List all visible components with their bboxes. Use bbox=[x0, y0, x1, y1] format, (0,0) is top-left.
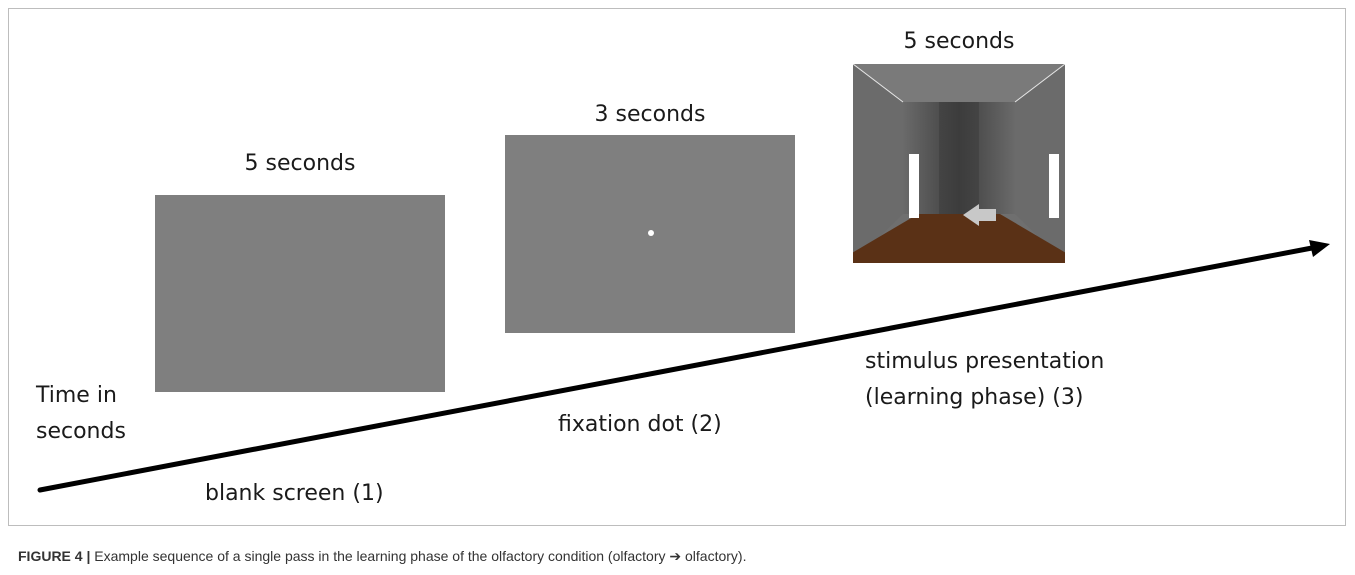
caption-text: Example sequence of a single pass in the… bbox=[94, 548, 747, 564]
time-axis-label-line2: seconds bbox=[36, 419, 126, 444]
step-2-duration: 3 seconds bbox=[594, 102, 706, 127]
step-3-label-line1: stimulus presentation bbox=[865, 349, 1105, 374]
fixation-screen bbox=[505, 135, 795, 333]
left-light-panel bbox=[909, 154, 919, 218]
fixation-dot bbox=[648, 230, 654, 236]
corridor-stimulus bbox=[853, 64, 1065, 263]
right-light-panel bbox=[1049, 154, 1059, 218]
figure-caption: FIGURE 4 | Example sequence of a single … bbox=[18, 548, 746, 565]
left-arrow-icon bbox=[963, 204, 996, 226]
step-1-duration: 5 seconds bbox=[244, 151, 356, 176]
step-3-label-line2: (learning phase) (3) bbox=[865, 385, 1084, 410]
figure-number: FIGURE 4 | bbox=[18, 548, 91, 564]
step-2-label: fixation dot (2) bbox=[558, 412, 722, 437]
step-1-label: blank screen (1) bbox=[205, 481, 384, 506]
step-3-duration: 5 seconds bbox=[903, 29, 1015, 54]
blank-screen bbox=[155, 195, 445, 392]
time-axis-label-line1: Time in bbox=[36, 383, 117, 408]
